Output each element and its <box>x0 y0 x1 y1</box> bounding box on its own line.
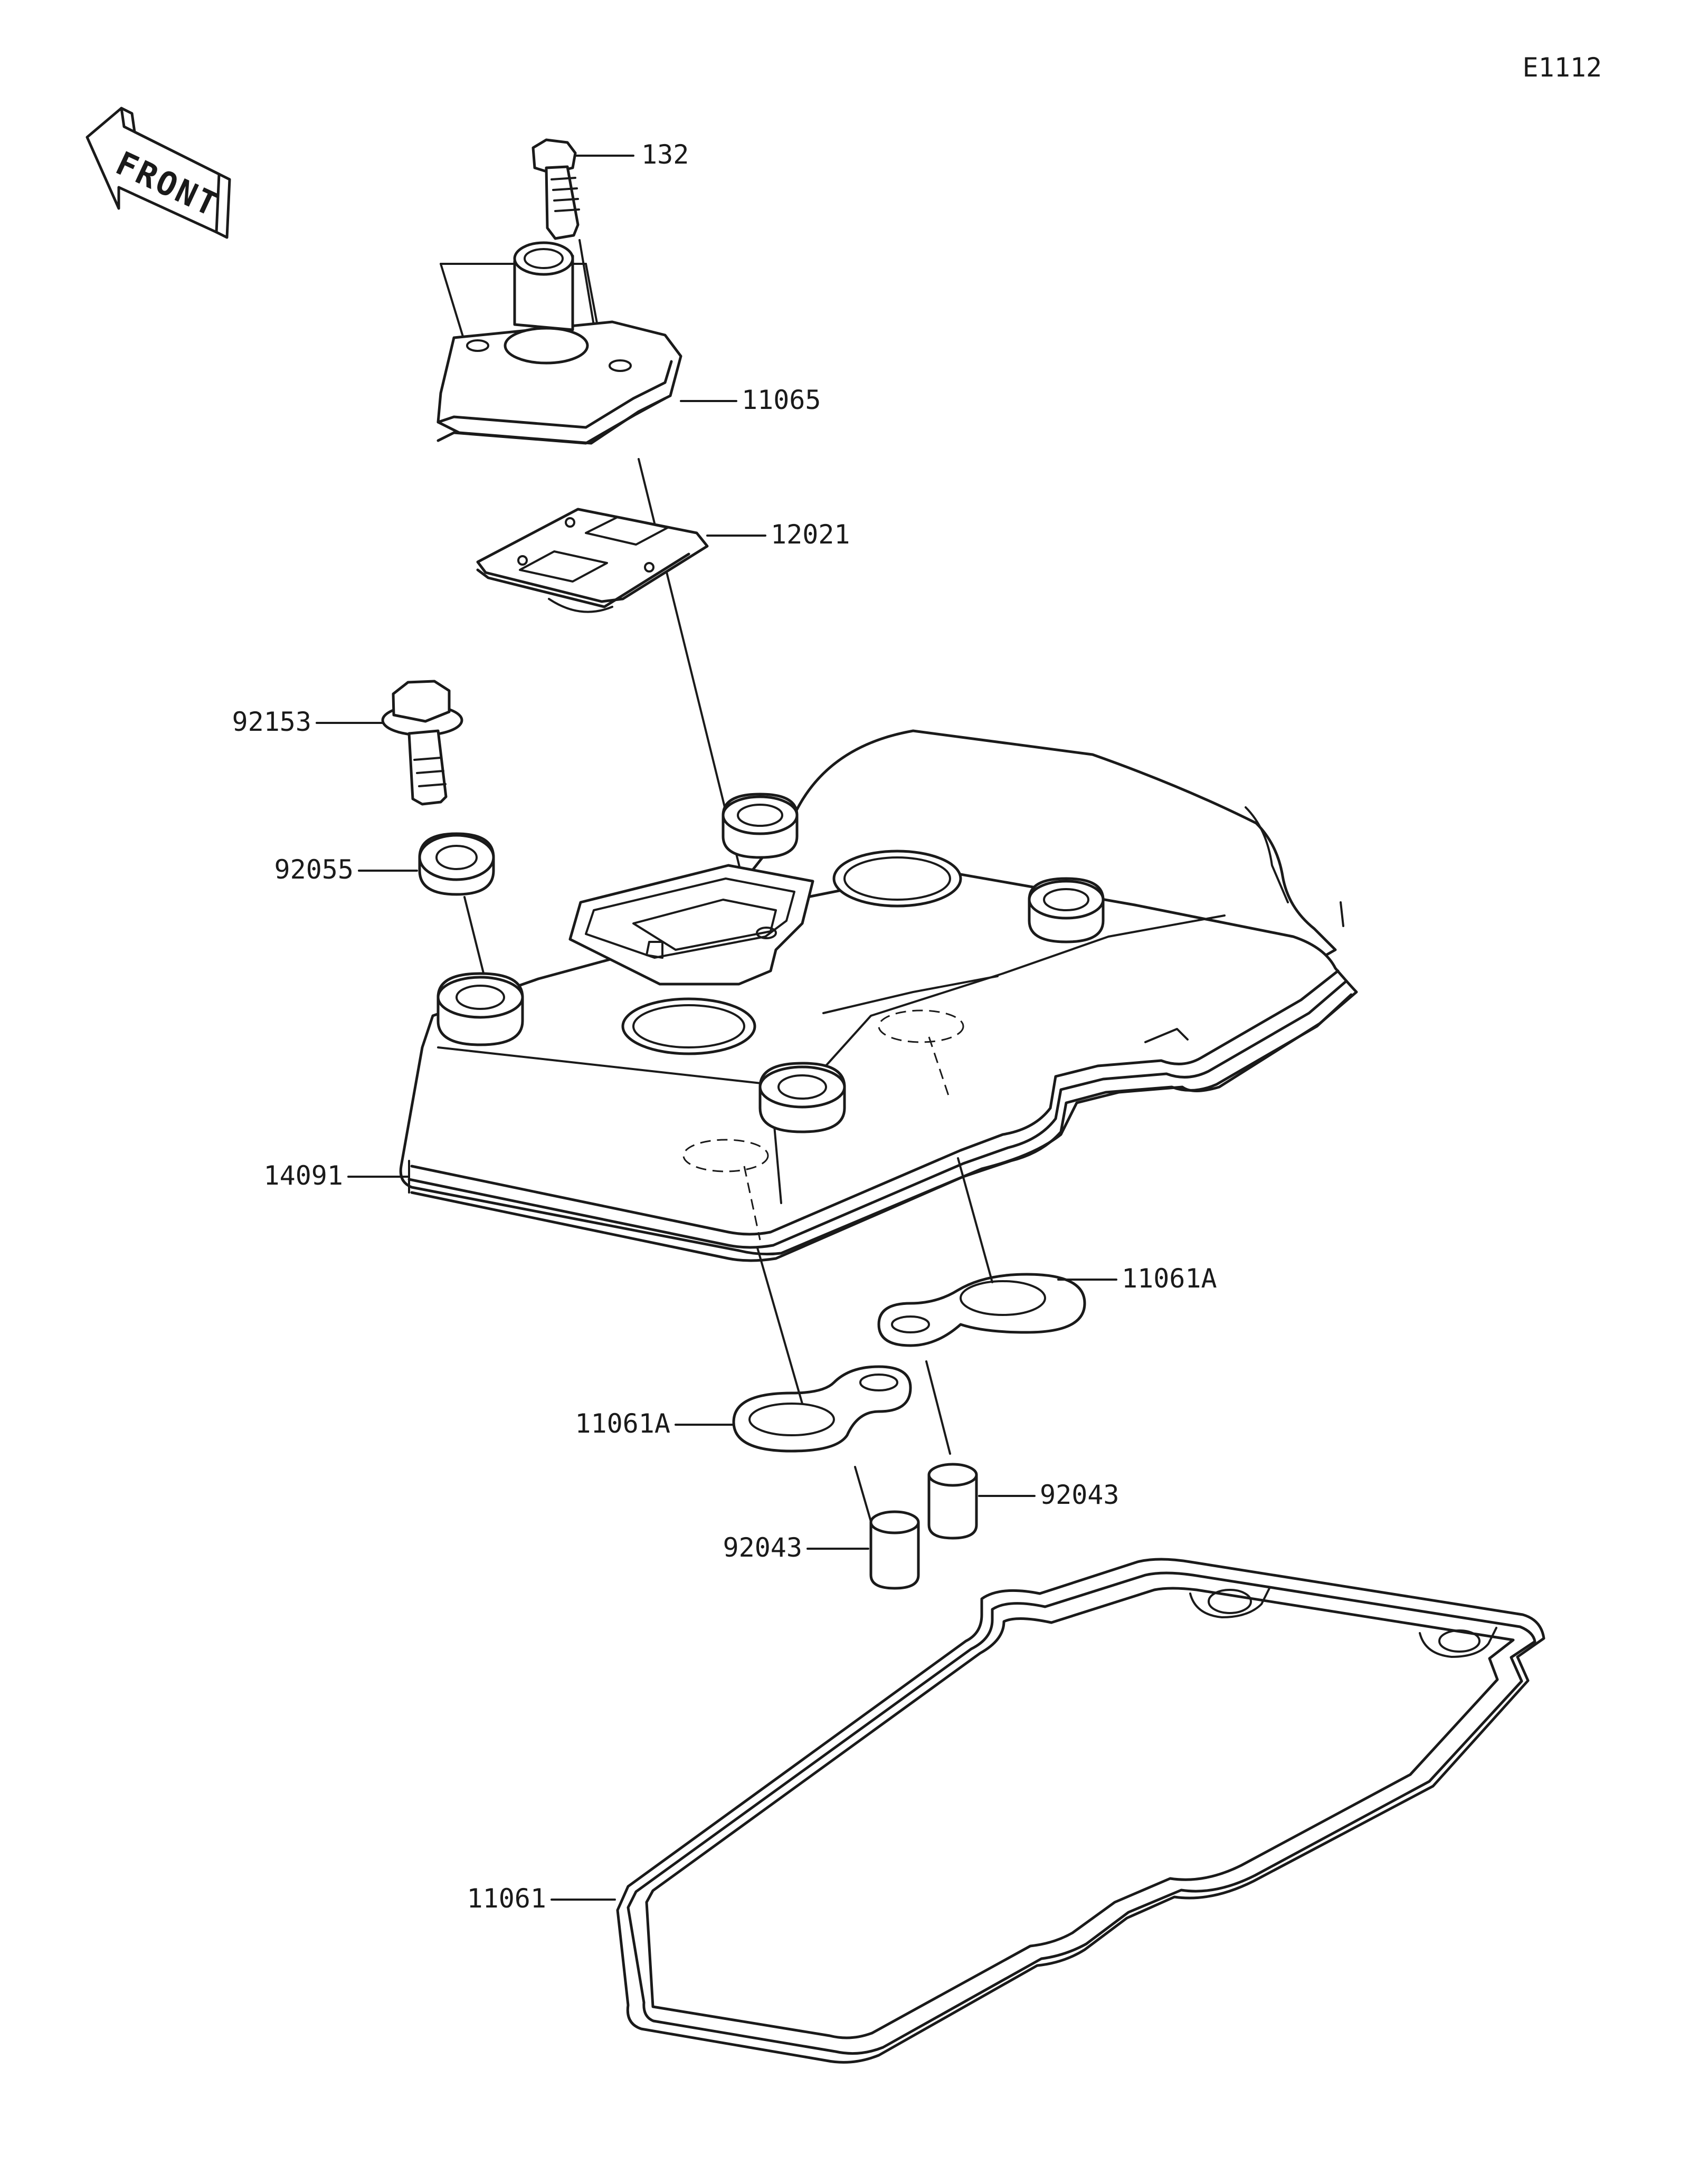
part-label-92055: 92055 <box>274 854 354 885</box>
part-label-12021: 12021 <box>771 519 850 550</box>
part-seal-washer-92055 <box>418 832 495 896</box>
part-label-92153: 92153 <box>232 707 311 737</box>
part-label-92043-left: 92043 <box>723 1532 802 1563</box>
front-arrow-icon: FRONT <box>86 107 231 239</box>
part-label-11061A-left: 11061A <box>575 1408 670 1439</box>
part-bolt-132 <box>532 138 580 240</box>
part-dowel-92043-right <box>927 1463 978 1540</box>
part-label-11061: 11061 <box>467 1883 546 1914</box>
part-head-cover-gasket-11061 <box>616 1558 1545 2064</box>
part-dowel-92043-left <box>869 1510 920 1590</box>
diagram-code: E1112 <box>1522 52 1602 83</box>
part-cylinder-head-cover-14091 <box>399 729 1358 1262</box>
part-plug-gasket-11061A-left <box>732 1365 912 1453</box>
part-label-132: 132 <box>641 139 689 170</box>
part-label-11065: 11065 <box>742 385 821 415</box>
part-label-14091: 14091 <box>263 1160 343 1191</box>
part-flange-bolt-92153 <box>381 680 463 806</box>
part-plug-gasket-11061A-right <box>877 1273 1086 1347</box>
part-label-92043-right: 92043 <box>1040 1480 1119 1510</box>
part-breather-cover-11065 <box>437 241 682 445</box>
part-gasket-plate-12021 <box>476 508 709 613</box>
part-label-11061A-right: 11061A <box>1122 1263 1217 1294</box>
